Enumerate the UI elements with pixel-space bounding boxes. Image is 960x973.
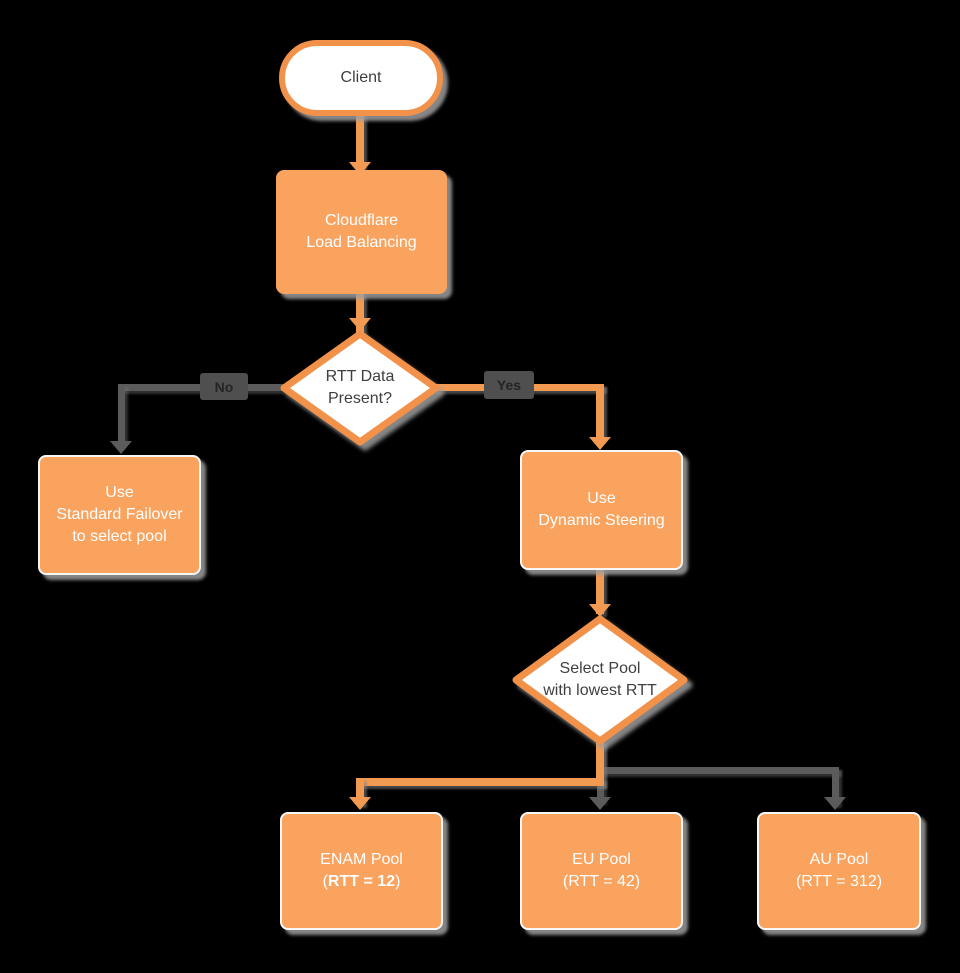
node-cloudflare-label: Cloudflare Load Balancing (306, 210, 416, 254)
au-line2: (RTT = 312) (795, 873, 883, 890)
connector-yes-vertical (596, 384, 604, 438)
node-client-label: Client (340, 69, 382, 86)
arrowhead-into-dynamic-steering (589, 437, 611, 450)
edge-label-yes-text: Yes (496, 377, 522, 393)
arrowhead-into-au-pool (824, 797, 846, 810)
rtt-diamond-shape (280, 330, 440, 446)
failover-line2: Standard Failover (56, 506, 183, 523)
edge-label-yes: Yes (484, 371, 534, 399)
node-dynamic-steering: Use Dynamic Steering (520, 450, 683, 570)
enam-line2-open: ( (322, 873, 328, 890)
connector-select-au-vertical (832, 767, 839, 805)
rtt-line2: Present? (327, 390, 393, 407)
eu-line1: EU Pool (572, 851, 631, 868)
connector-dynamic-select (596, 568, 604, 614)
node-rtt-data-present-decision: RTT Data Present? (279, 329, 441, 447)
node-eu-pool: EU Pool (RTT = 42) (520, 812, 683, 930)
rtt-diamond-label: RTT Data Present? (326, 366, 395, 410)
select-pool-diamond-shape (512, 615, 688, 745)
standard-failover-label: Use Standard Failover to select pool (56, 482, 182, 548)
dynamic-line2: Dynamic Steering (538, 512, 665, 529)
cloudflare-line2: Load Balancing (306, 234, 417, 251)
enam-line2-rtt: RTT = 12 (327, 873, 396, 890)
edge-label-no-text: No (214, 378, 234, 395)
connector-select-enam-vertical2 (356, 778, 364, 805)
arrowhead-into-select-diamond (589, 604, 611, 617)
node-enam-pool: ENAM Pool (RTT = 12) (280, 812, 443, 930)
connector-select-au-horizontal (600, 767, 839, 774)
connector-client-cloudflare (356, 112, 364, 172)
failover-line3: to select pool (72, 528, 167, 545)
edge-label-no: No (200, 373, 248, 400)
failover-line1: Use (105, 484, 134, 501)
connector-no-vertical (118, 384, 125, 442)
node-au-pool: AU Pool (RTT = 312) (757, 812, 921, 930)
select-pool-line2: with lowest RTT (543, 682, 657, 699)
enam-line1: ENAM Pool (320, 851, 403, 868)
connector-select-enam-vertical1 (596, 740, 604, 786)
eu-pool-label: EU Pool (RTT = 42) (563, 849, 640, 893)
connector-select-enam-horizontal (357, 778, 604, 786)
au-line1: AU Pool (809, 851, 869, 868)
rtt-line1: RTT Data (325, 368, 395, 385)
arrowhead-into-enam-pool (349, 797, 371, 810)
enam-pool-label: ENAM Pool (RTT = 12) (320, 849, 403, 893)
cloudflare-line1: Cloudflare (325, 212, 398, 229)
arrowhead-into-eu-pool (589, 797, 611, 810)
node-cloudflare-load-balancing: Cloudflare Load Balancing (276, 170, 447, 294)
node-client: Client (279, 40, 443, 116)
node-select-pool-decision: Select Pool with lowest RTT (511, 614, 689, 746)
eu-line2: (RTT = 42) (562, 873, 641, 890)
select-pool-line1: Select Pool (559, 660, 641, 677)
select-pool-label: Select Pool with lowest RTT (543, 658, 657, 702)
au-pool-label: AU Pool (RTT = 312) (796, 849, 882, 893)
dynamic-line1: Use (587, 490, 616, 507)
connector-cloudflare-rtt (356, 292, 364, 334)
enam-line2: (RTT = 12) (320, 871, 403, 893)
node-standard-failover: Use Standard Failover to select pool (38, 455, 201, 575)
arrowhead-into-standard-failover (110, 441, 132, 454)
arrowhead-into-rtt-diamond (349, 318, 371, 331)
enam-line2-close: ) (395, 873, 401, 890)
dynamic-steering-label: Use Dynamic Steering (538, 488, 664, 532)
